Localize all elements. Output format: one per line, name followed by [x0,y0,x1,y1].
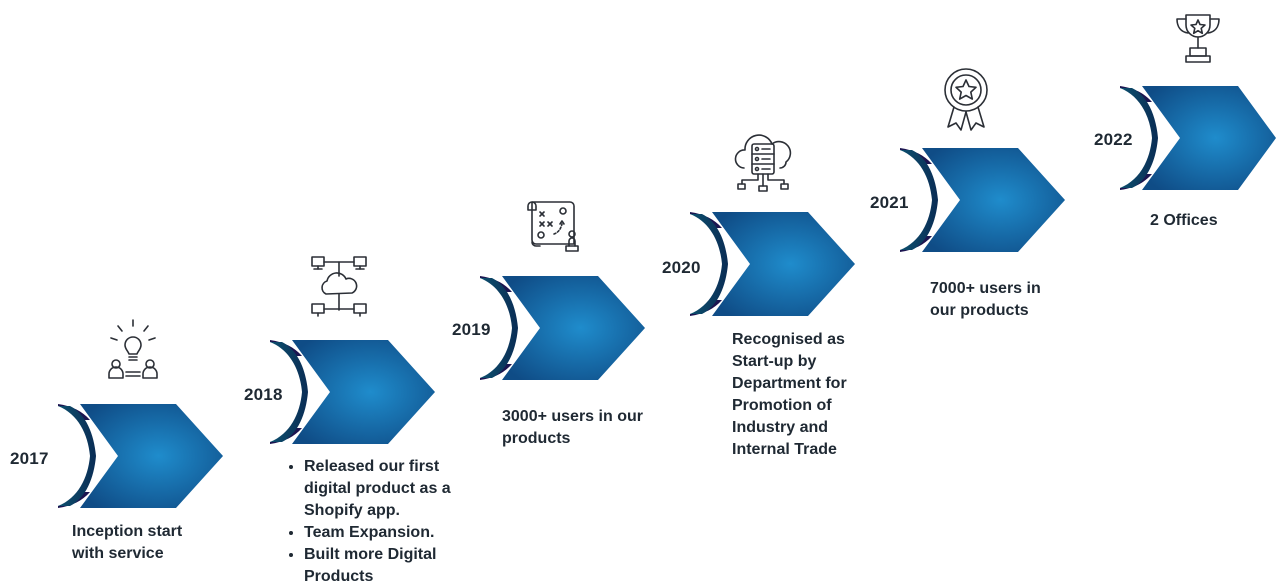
timeline-arrow-2017 [58,404,223,508]
bullet-item: Built more Digital Products [304,544,461,588]
timeline-arrow-2021 [900,148,1065,252]
year-label-2021: 2021 [870,193,909,212]
description-2018: Released our first digital product as a … [286,456,461,588]
description-2022: 2 Offices [1150,212,1218,229]
cloud-server-icon [732,128,796,192]
year-label-2020: 2020 [662,258,701,277]
description-2019: 3000+ users in our products [502,408,643,447]
timeline-arrow-2020 [690,212,855,316]
year-label-2019: 2019 [452,320,491,339]
bullet-list-2018: Released our first digital product as a … [286,456,461,588]
timeline-arrow-2022 [1120,86,1276,190]
strategy-plan-icon [524,198,586,258]
year-label-2018: 2018 [244,385,283,404]
bullet-item: Released our first digital product as a … [304,456,461,522]
description-2021: 7000+ users in our products [930,280,1041,319]
award-badge-icon [940,66,992,132]
description-2017: Inception start with service [72,523,183,562]
trophy-icon [1172,12,1224,66]
description-2020: Recognised as Start-up by Department for… [732,331,847,458]
year-label-2022: 2022 [1094,130,1133,149]
timeline-arrow-2018 [270,340,435,444]
timeline-arrow-2019 [480,276,645,380]
lightbulb-team-icon [106,318,160,382]
year-label-2017: 2017 [10,449,49,468]
bullet-item: Team Expansion. [304,522,461,544]
cloud-network-icon [310,254,368,318]
